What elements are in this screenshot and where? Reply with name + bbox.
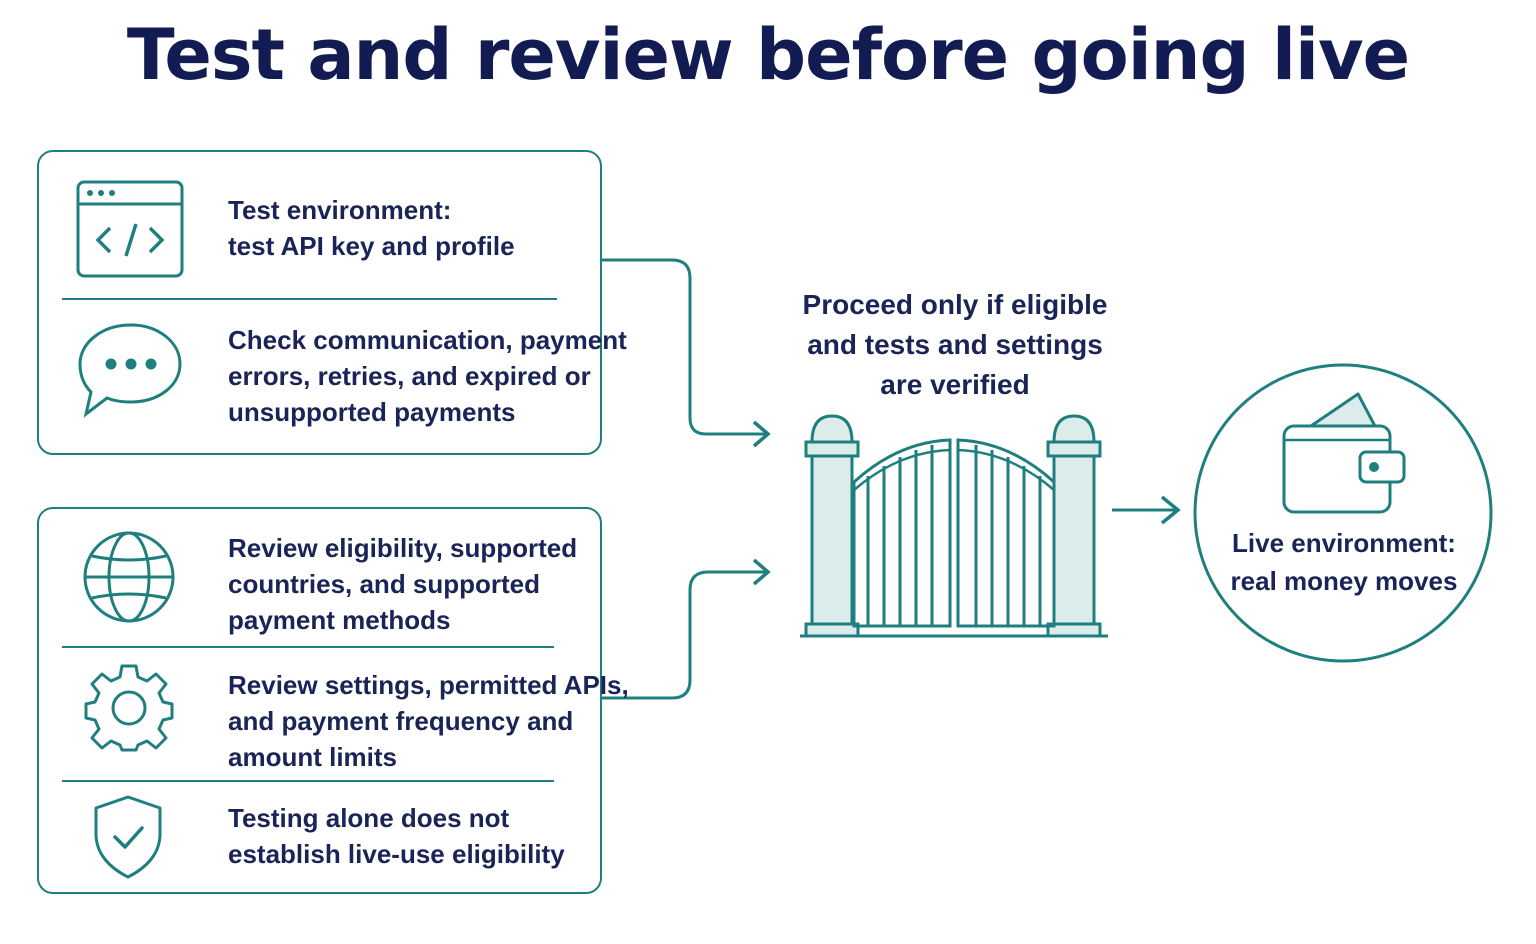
testing-disclaimer-text: Testing alone does not establish live-us…: [228, 800, 565, 872]
text-line: are verified: [880, 369, 1030, 400]
text-line: Testing alone does not: [228, 803, 510, 833]
shield-check-icon: [94, 795, 162, 879]
divider: [62, 780, 554, 782]
settings-review-text: Review settings, permitted APIs, and pay…: [228, 667, 629, 775]
text-line: and tests and settings: [807, 329, 1103, 360]
gate-icon: [800, 414, 1108, 638]
connector-review-to-gate: [602, 570, 766, 700]
test-environment-text: Test environment: test API key and profi…: [228, 192, 515, 264]
divider: [62, 646, 554, 648]
eligibility-review-text: Review eligibility, supported countries,…: [228, 530, 577, 638]
review-box: [37, 507, 602, 894]
globe-icon: [83, 531, 175, 623]
text-line: establish live-use eligibility: [228, 839, 565, 869]
text-line: Check communication, payment: [228, 325, 627, 355]
text-line: countries, and supported: [228, 569, 541, 599]
wallet-icon: [1282, 392, 1406, 514]
gear-icon: [84, 664, 174, 752]
gate-condition-label: Proceed only if eligible and tests and s…: [760, 285, 1150, 405]
communication-checks-text: Check communication, payment errors, ret…: [228, 322, 627, 430]
text-line: errors, retries, and expired or: [228, 361, 591, 391]
chat-bubble-icon: [78, 323, 182, 418]
text-line: Review settings, permitted APIs,: [228, 670, 629, 700]
text-line: Live environment:: [1232, 528, 1456, 558]
test-box: [37, 150, 602, 455]
text-line: Review eligibility, supported: [228, 533, 578, 563]
text-line: real money moves: [1230, 566, 1458, 596]
text-line: Proceed only if eligible: [802, 289, 1108, 320]
text-line: test API key and profile: [228, 231, 515, 261]
connector-test-to-gate: [602, 258, 766, 436]
code-window-icon: [76, 180, 184, 278]
text-line: unsupported payments: [228, 397, 516, 427]
live-environment-label: Live environment: real money moves: [1196, 524, 1492, 600]
page-title: Test and review before going live: [126, 14, 1410, 96]
text-line: and payment frequency and: [228, 706, 574, 736]
text-line: amount limits: [228, 742, 398, 772]
text-line: Test environment:: [228, 195, 452, 225]
divider: [62, 298, 557, 300]
text-line: payment methods: [228, 605, 451, 635]
